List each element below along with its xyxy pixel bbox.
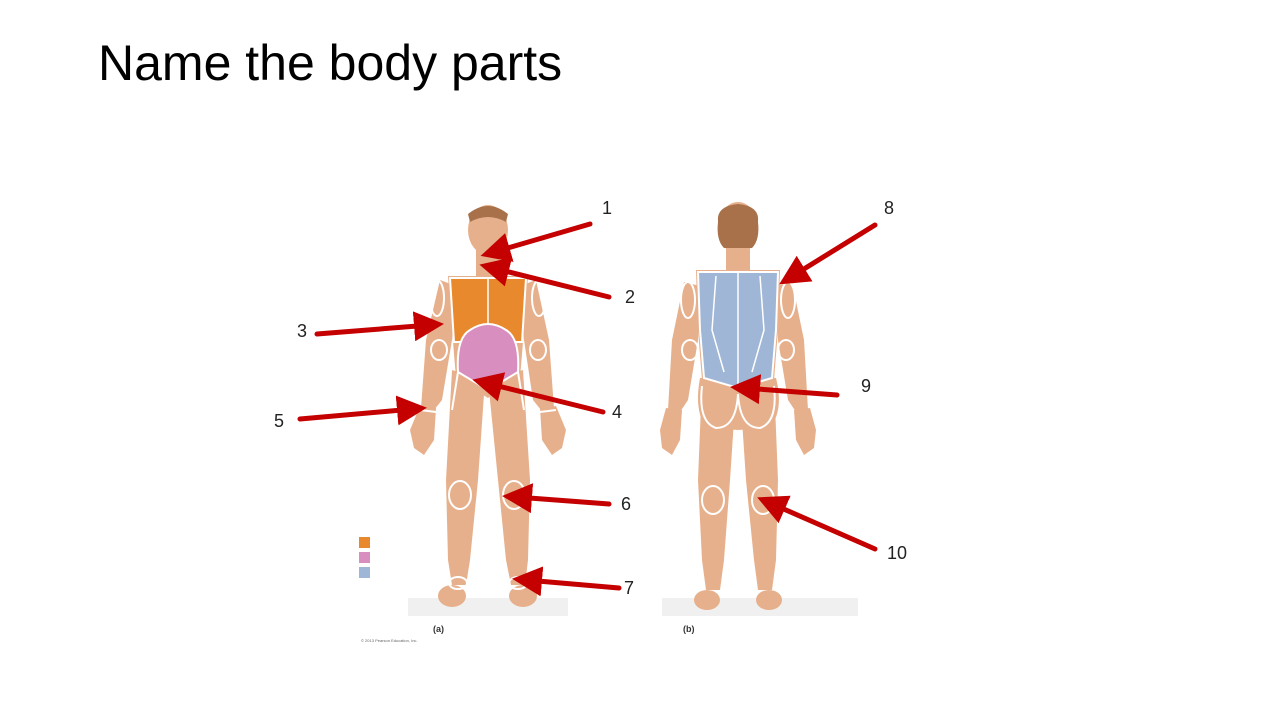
arrow-4 — [472, 372, 606, 415]
arrow-9 — [730, 374, 840, 405]
label-8: 8 — [884, 198, 895, 218]
legend-swatch-back — [359, 567, 370, 578]
label-9: 9 — [861, 376, 872, 396]
label-3: 3 — [297, 321, 308, 341]
legend-swatch-thoracic — [359, 537, 370, 548]
arrow-7 — [512, 566, 622, 597]
label-7: 7 — [624, 578, 635, 598]
label-1: 1 — [602, 198, 613, 218]
label-2: 2 — [625, 287, 636, 307]
posterior-figure — [660, 202, 816, 610]
arrow-6 — [502, 483, 612, 514]
label-10: 10 — [887, 543, 908, 563]
copyright-notice: © 2013 Pearson Education, Inc. — [361, 638, 418, 643]
arrow-3 — [314, 311, 444, 342]
anterior-figure — [410, 205, 566, 607]
floor-shadow-anterior — [408, 598, 568, 616]
arrow-8 — [779, 222, 878, 285]
caption-posterior: (b) — [683, 624, 695, 634]
caption-anterior: (a) — [433, 624, 444, 634]
anterior-hair — [468, 206, 508, 222]
arrow-1 — [480, 221, 593, 262]
slide-title: Name the body parts — [98, 35, 563, 91]
arrow-10 — [757, 495, 878, 552]
label-4: 4 — [612, 402, 623, 422]
legend-swatch-abdominal — [359, 552, 370, 563]
arrow-5 — [297, 395, 427, 426]
back-region-lines — [711, 272, 765, 386]
arrow-2 — [479, 257, 612, 300]
label-5: 5 — [274, 411, 285, 431]
label-6: 6 — [621, 494, 632, 514]
posterior-hair — [717, 204, 759, 248]
